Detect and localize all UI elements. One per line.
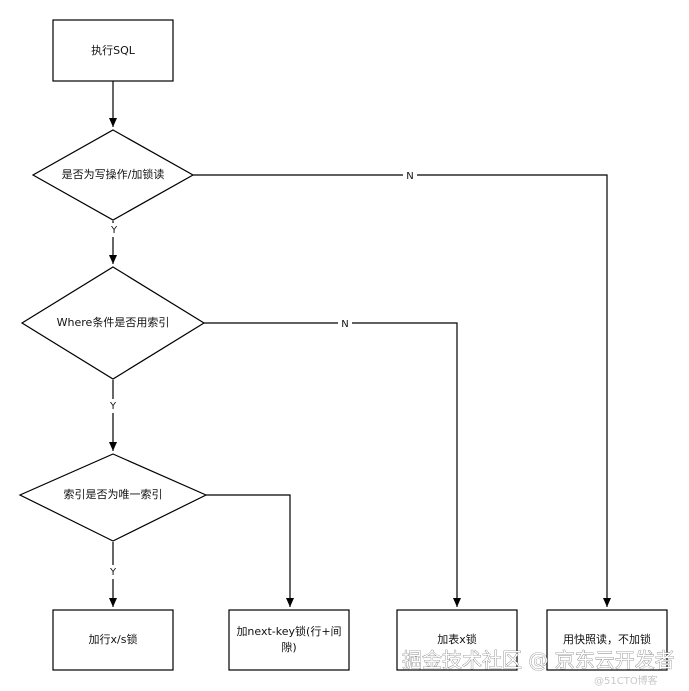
label-unique-yes: Y	[109, 567, 117, 578]
label-where-no: N	[341, 319, 348, 330]
node-unique-index-label: 索引是否为唯一索引	[64, 487, 163, 501]
node-next-key-label-line1: 加next-key锁(行+间	[236, 624, 341, 638]
edge-unique-no	[206, 494, 294, 607]
node-table-x	[396, 609, 518, 671]
node-where-index-label: Where条件是否用索引	[57, 315, 170, 329]
watermark-main: 掘金技术社区 @ 京东云开发者	[402, 648, 675, 672]
node-next-key	[228, 609, 350, 671]
label-write-yes: Y	[110, 225, 118, 236]
node-lock-xs	[52, 609, 174, 671]
node-where-index	[20, 266, 206, 380]
node-next-key-label-line2: 隙)	[281, 640, 296, 654]
nodes: 执行SQL 是否为写操作/加锁读 Where条件是否用索引 索引是否为唯一索引 …	[18, 19, 668, 671]
label-where-yes: Y	[109, 401, 117, 412]
node-is-write	[31, 129, 195, 221]
edge-write-no	[193, 174, 611, 607]
node-table-x-label: 加表x锁	[437, 632, 477, 646]
node-exec-sql	[52, 19, 174, 82]
edge-labels: Y N Y N Y	[106, 169, 417, 579]
edge-where-no	[204, 322, 461, 607]
node-snapshot	[546, 609, 668, 671]
node-snapshot-label: 用快照读，不加锁	[563, 632, 651, 646]
label-write-no: N	[406, 171, 413, 182]
watermark-small: @51CTO博客	[594, 674, 658, 687]
node-exec-sql-label: 执行SQL	[91, 43, 136, 57]
node-is-write-label: 是否为写操作/加锁读	[62, 167, 165, 181]
watermarks: 掘金技术社区 @ 京东云开发者 @51CTO博客	[402, 648, 675, 687]
node-lock-xs-label: 加行x/s锁	[89, 632, 138, 646]
node-unique-index	[18, 453, 208, 542]
edges	[109, 81, 611, 607]
